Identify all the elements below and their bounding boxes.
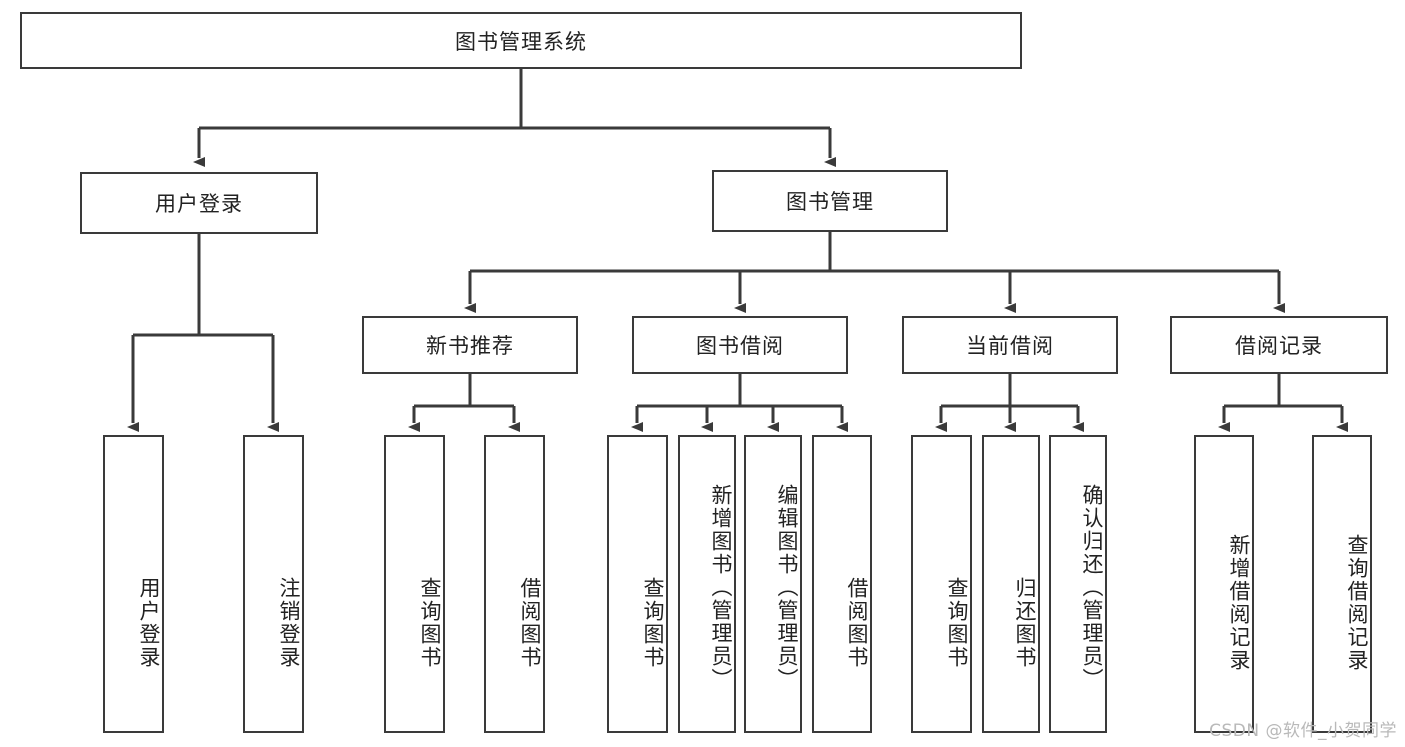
node-book-borrow[interactable]: 图书借阅 <box>632 316 848 374</box>
node-label: 用户登录 <box>137 577 161 669</box>
node-label: 图书借阅 <box>696 334 784 358</box>
node-label: 新增图书（管理员） <box>709 483 733 691</box>
node-book-management-system[interactable]: 图书管理系统 <box>20 12 1022 69</box>
node-label: 查询图书 <box>418 577 442 669</box>
node-label: 查询图书 <box>945 577 969 669</box>
node-label: 编辑图书（管理员） <box>775 483 799 691</box>
node-label: 借阅图书 <box>845 577 869 669</box>
node-leaf-query-record[interactable]: 查询借阅记录 <box>1312 435 1372 733</box>
node-user-login[interactable]: 用户登录 <box>80 172 318 234</box>
node-book-management[interactable]: 图书管理 <box>712 170 948 232</box>
watermark: CSDN @软件_小贺同学 <box>1209 721 1397 741</box>
node-label: 当前借阅 <box>966 334 1054 358</box>
node-leaf-edit-book[interactable]: 编辑图书（管理员） <box>744 435 802 733</box>
node-leaf-confirm-return[interactable]: 确认归还（管理员） <box>1049 435 1107 733</box>
node-leaf-borrow-book-1[interactable]: 借阅图书 <box>484 435 545 733</box>
node-leaf-query-book-2[interactable]: 查询图书 <box>607 435 668 733</box>
node-label: 图书管理系统 <box>455 29 587 54</box>
node-label: 用户登录 <box>155 192 243 216</box>
node-label: 借阅图书 <box>518 577 542 669</box>
node-leaf-query-book-1[interactable]: 查询图书 <box>384 435 445 733</box>
node-label: 借阅记录 <box>1235 334 1323 358</box>
node-label: 查询借阅记录 <box>1345 534 1369 672</box>
node-leaf-user-login[interactable]: 用户登录 <box>103 435 164 733</box>
node-label: 新书推荐 <box>426 334 514 358</box>
node-leaf-borrow-book-2[interactable]: 借阅图书 <box>812 435 872 733</box>
node-borrow-record[interactable]: 借阅记录 <box>1170 316 1388 374</box>
node-leaf-return-book[interactable]: 归还图书 <box>982 435 1040 733</box>
node-leaf-logout-login[interactable]: 注销登录 <box>243 435 304 733</box>
node-label: 确认归还（管理员） <box>1080 483 1104 691</box>
node-label: 图书管理 <box>786 190 874 214</box>
node-new-book-recommend[interactable]: 新书推荐 <box>362 316 578 374</box>
node-current-borrow[interactable]: 当前借阅 <box>902 316 1118 374</box>
node-leaf-add-record[interactable]: 新增借阅记录 <box>1194 435 1254 733</box>
node-leaf-query-book-3[interactable]: 查询图书 <box>911 435 972 733</box>
node-label: 新增借阅记录 <box>1227 534 1251 672</box>
node-leaf-add-book[interactable]: 新增图书（管理员） <box>678 435 736 733</box>
node-label: 注销登录 <box>277 577 301 669</box>
node-label: 查询图书 <box>641 577 665 669</box>
node-label: 归还图书 <box>1013 577 1037 669</box>
